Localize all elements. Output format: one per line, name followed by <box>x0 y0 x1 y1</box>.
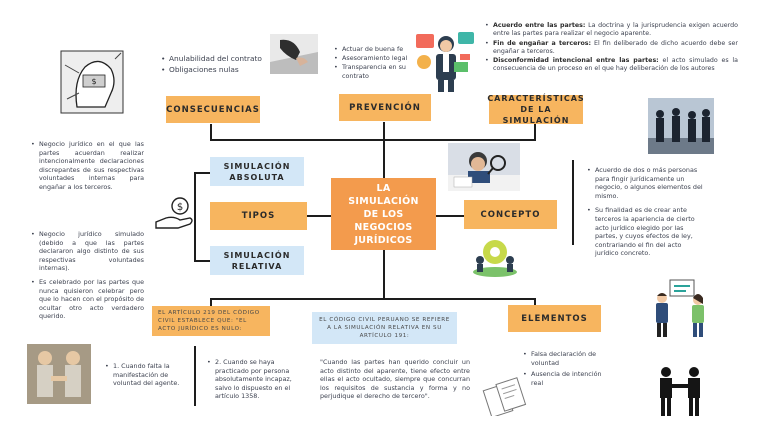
concepto-bracket <box>572 160 574 245</box>
simulacion-relativa-list: Negocio jurídico simulado (debido a que … <box>30 230 144 324</box>
collaboration-illustration <box>473 240 517 277</box>
svg-text:$: $ <box>177 202 183 213</box>
prevencion-item: Actuar de buena fe <box>333 45 413 53</box>
articulo219-box: EL ARTÍCULO 219 DEL CÓDIGO CIVIL ESTABLE… <box>152 306 270 336</box>
concepto-label: CONCEPTO <box>480 209 541 220</box>
documents-illustration <box>482 377 527 416</box>
money-head-illustration: $ <box>60 50 124 114</box>
men-handshake-photo <box>27 344 91 404</box>
prevencion-item: Asesoramiento legal <box>333 54 413 62</box>
articulo219-label: EL ARTÍCULO 219 DEL CÓDIGO CIVIL ESTABLE… <box>158 310 260 332</box>
tipos-bracket-left <box>194 172 196 262</box>
articulo191-box: EL CÓDIGO CIVIL PERUANO SE REFIERE A LA … <box>312 312 457 344</box>
caracteristicas-item: Fin de engañar a terceros: El fin delibe… <box>484 40 738 57</box>
hand-photo <box>270 34 318 74</box>
line-caracteristicas <box>534 124 536 140</box>
simulacion-absoluta-text: Negocio jurídico en el que las partes ac… <box>30 140 144 195</box>
prevencion-label: PREVENCIÓN <box>349 102 421 113</box>
caracteristicas-list: Acuerdo entre las partes: La doctrina y … <box>484 22 738 77</box>
tipos-box: TIPOS <box>210 202 307 230</box>
articulo191-quote: "Cuando las partes han querido concluir … <box>320 358 470 401</box>
presentation-illustration <box>656 279 704 337</box>
businessman-illustration <box>416 32 474 92</box>
simulacion-relativa-box: SIMULACIÓN RELATIVA <box>210 246 304 275</box>
concepto-list: Acuerdo de dos o más personas para fingi… <box>586 166 706 261</box>
hand-money-icon: $ <box>155 197 193 229</box>
simulacion-absoluta-label: SIMULACIÓN ABSOLUTA <box>223 161 291 182</box>
tipos-bracket-bottom <box>194 260 212 262</box>
caracteristicas-item: Acuerdo entre las partes: La doctrina y … <box>484 22 738 39</box>
caracteristicas-box: CARACTERÍSTICAS DE LA SIMULACIÓN <box>487 94 585 125</box>
bottom-horizontal-line <box>210 298 536 300</box>
articulo219-item-1: 1. Cuando falta la manifestación de volu… <box>104 362 184 391</box>
concepto-box: CONCEPTO <box>464 200 557 229</box>
simulacion-absoluta-box: SIMULACIÓN ABSOLUTA <box>210 157 304 186</box>
articulo219-item-2: 2. Cuando se haya practicado por persona… <box>206 358 302 404</box>
central-topic-label: LA SIMULACIÓN DE LOS NEGOCIOS JURÍDICOS <box>348 182 419 246</box>
concepto-item: Su finalidad es de crear ante terceros l… <box>586 206 706 258</box>
line-articulo219 <box>210 298 212 308</box>
line-concepto <box>436 215 464 217</box>
svg-text:$: $ <box>91 77 96 86</box>
prevencion-item: Transparencia en su contrato <box>333 63 413 79</box>
line-prevencion <box>383 122 385 140</box>
prevencion-box: PREVENCIÓN <box>339 94 431 121</box>
silhouettes-photo <box>648 98 714 154</box>
top-horizontal-line <box>210 139 536 141</box>
simulacion-relativa-item: Es celebrado por las partes que nunca qu… <box>30 278 144 321</box>
caracteristicas-item: Disconformidad intencional entre las par… <box>484 57 738 74</box>
concepto-item: Acuerdo de dos o más personas para fingi… <box>586 166 706 200</box>
elementos-item: Falsa declaración de voluntad <box>522 350 612 367</box>
line-elementos <box>534 298 536 308</box>
line-tipos <box>307 215 331 217</box>
caracteristicas-label: CARACTERÍSTICAS DE LA SIMULACIÓN <box>487 94 585 125</box>
consecuencias-list: Anulabilidad del contrato Obligaciones n… <box>160 54 270 78</box>
handshake-illustration <box>660 367 700 416</box>
central-topic-box: LA SIMULACIÓN DE LOS NEGOCIOS JURÍDICOS <box>331 178 436 250</box>
simulacion-relativa-item: Negocio jurídico simulado (debido a que … <box>30 230 144 273</box>
simulacion-relativa-label: SIMULACIÓN RELATIVA <box>223 250 291 271</box>
consecuencias-item: Obligaciones nulas <box>160 65 270 75</box>
elementos-box: ELEMENTOS <box>508 305 601 332</box>
tipos-bracket-top <box>194 172 212 174</box>
line-consecuencias <box>210 124 212 140</box>
elementos-label: ELEMENTOS <box>521 313 588 324</box>
prevencion-list: Actuar de buena fe Asesoramiento legal T… <box>333 45 413 83</box>
consecuencias-item: Anulabilidad del contrato <box>160 54 270 64</box>
articulo219-divider <box>194 346 196 406</box>
consecuencias-box: CONSECUENCIAS <box>166 96 260 123</box>
elementos-item: Ausencia de intención real <box>522 370 612 387</box>
tipos-label: TIPOS <box>241 211 276 221</box>
articulo191-label: EL CÓDIGO CIVIL PERUANO SE REFIERE A LA … <box>319 317 450 339</box>
elementos-list: Falsa declaración de voluntad Ausencia d… <box>522 350 612 390</box>
consecuencias-label: CONSECUENCIAS <box>166 104 260 115</box>
magnifier-man-photo <box>448 143 520 191</box>
